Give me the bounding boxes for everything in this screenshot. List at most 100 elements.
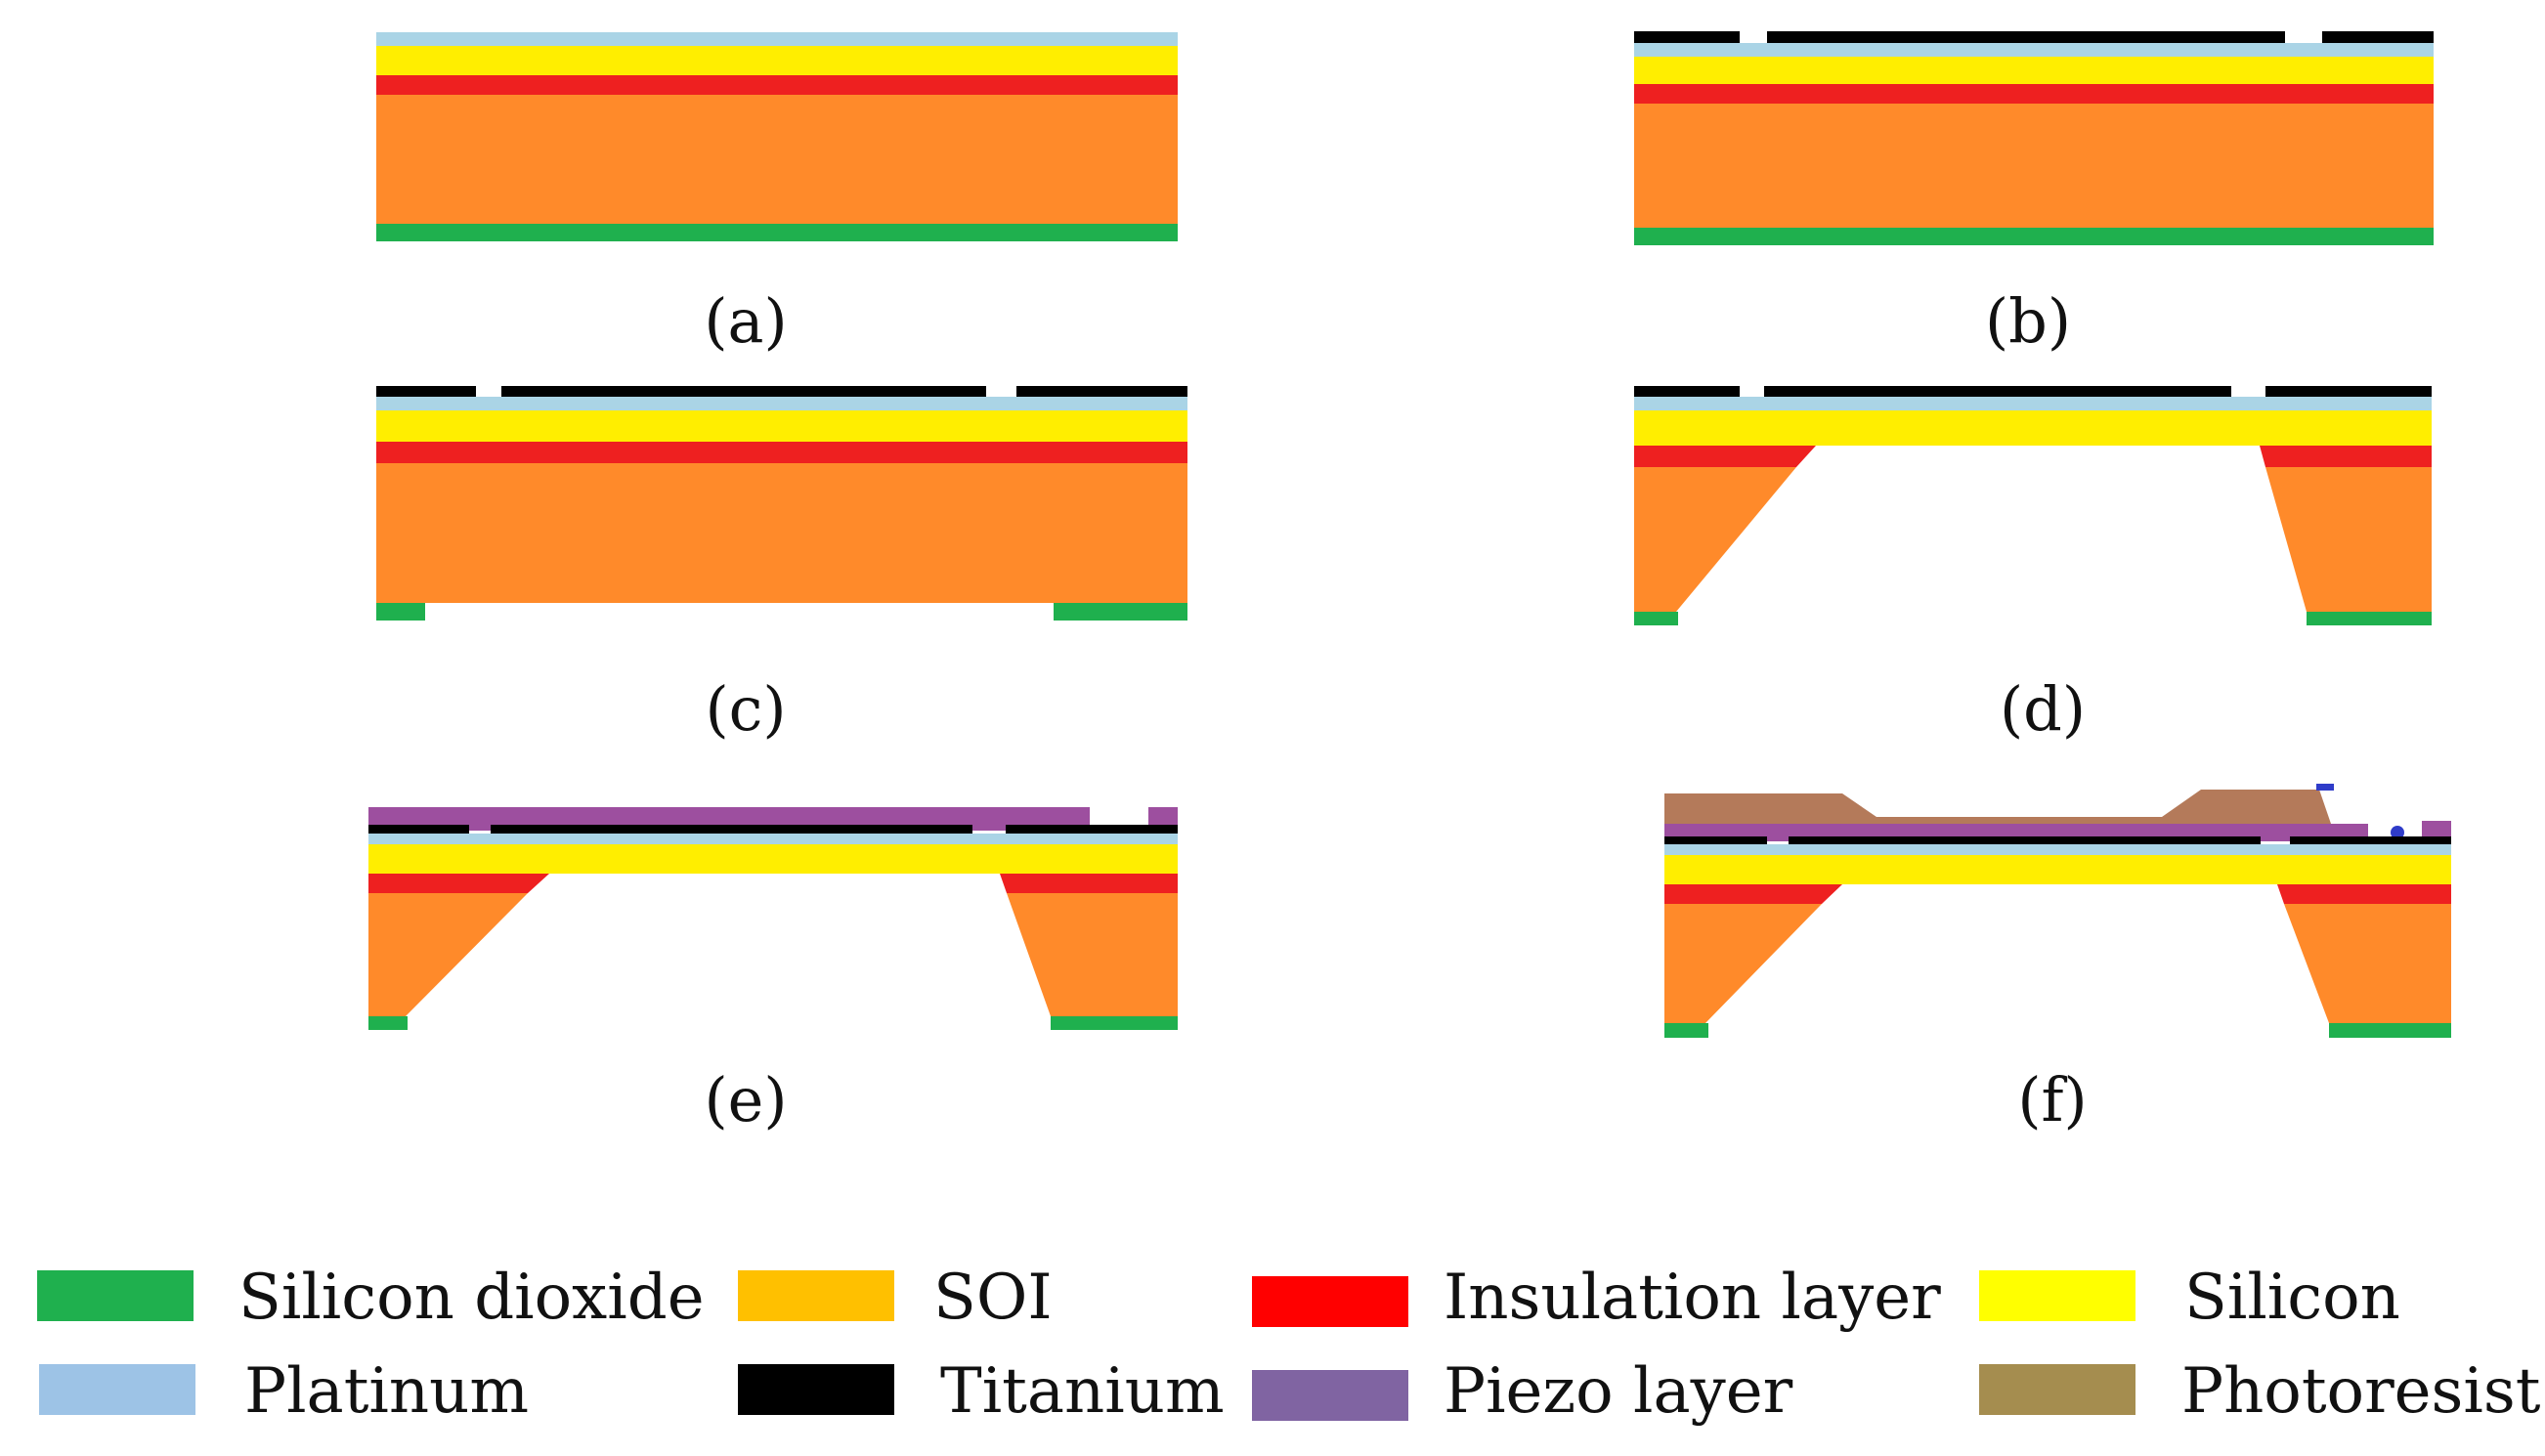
- panel-a: (a): [376, 32, 1178, 357]
- silicon-dioxide-segment: [1054, 603, 1187, 621]
- titanium-segment: [1789, 836, 2261, 844]
- piezo-layer-segment: [2422, 821, 2451, 836]
- titanium-segment: [2265, 386, 2432, 397]
- panel-caption: (b): [1985, 285, 2071, 357]
- platinum-layer: [1634, 397, 2432, 410]
- legend-label: Insulation layer: [1444, 1262, 1941, 1334]
- insulation-layer-right: [2260, 446, 2432, 467]
- titanium-segment: [1764, 386, 2231, 397]
- platinum-layer: [1634, 43, 2434, 57]
- insulation-layer-left: [1664, 884, 1842, 904]
- silicon-layer: [1634, 57, 2434, 84]
- legend-swatch: [1252, 1276, 1408, 1327]
- insulation-layer: [376, 442, 1187, 463]
- insulation-layer-right: [1000, 874, 1178, 893]
- piezo-via: [1767, 836, 1789, 841]
- piezo-layer: [1664, 824, 2368, 836]
- soi-support-left: [1634, 467, 1796, 612]
- platinum-layer: [1664, 844, 2451, 855]
- soi-support-right: [2284, 904, 2451, 1023]
- legend-item-photoresist: Photoresist: [1979, 1355, 2541, 1428]
- panel-c: (c): [376, 386, 1187, 745]
- legend-item-insulation-layer: Insulation layer: [1252, 1262, 1941, 1334]
- soi-support-right: [1007, 893, 1178, 1016]
- silicon-layer: [376, 46, 1178, 75]
- titanium-segment: [491, 825, 972, 834]
- legend-label: Platinum: [244, 1355, 529, 1428]
- legend-label: Photoresist: [2181, 1355, 2541, 1428]
- titanium-segment: [2290, 836, 2451, 844]
- photoresist-layer: [1664, 790, 2331, 824]
- panel-d: (d): [1634, 386, 2432, 745]
- silicon-dioxide-segment: [2307, 612, 2432, 625]
- legend-swatch: [1252, 1370, 1408, 1421]
- titanium-segment: [1634, 31, 1740, 43]
- legend-swatch: [1979, 1364, 2135, 1415]
- piezo-layer-segment: [1148, 807, 1178, 825]
- panel-b: (b): [1634, 31, 2434, 357]
- legend: Silicon dioxide SOI Insulation layer Sil…: [37, 1262, 2541, 1428]
- legend-swatch: [37, 1270, 194, 1321]
- piezo-via: [469, 825, 491, 831]
- legend-item-soi: SOI: [738, 1262, 1053, 1334]
- platinum-layer: [368, 834, 1178, 844]
- legend-item-silicon: Silicon: [1979, 1262, 2400, 1334]
- legend-label: SOI: [933, 1262, 1053, 1334]
- legend-item-platinum: Platinum: [39, 1355, 529, 1428]
- legend-label: Titanium: [940, 1355, 1225, 1428]
- piezo-layer: [368, 807, 1090, 825]
- legend-swatch: [39, 1364, 195, 1415]
- piezo-via: [972, 825, 1006, 831]
- legend-swatch: [1979, 1270, 2135, 1321]
- legend-label: Silicon dioxide: [238, 1262, 705, 1334]
- platinum-layer: [376, 397, 1187, 410]
- panel-caption: (c): [705, 673, 786, 745]
- silicon-layer: [376, 410, 1187, 442]
- silicon-dioxide-segment: [376, 603, 425, 621]
- platinum-layer: [376, 32, 1178, 46]
- legend-item-titanium: Titanium: [738, 1355, 1225, 1428]
- titanium-segment: [1634, 386, 1740, 397]
- soi-support-left: [368, 893, 528, 1016]
- silicon-dioxide-segment: [1634, 612, 1678, 625]
- silicon-dioxide-segment: [1664, 1023, 1708, 1038]
- silicon-dioxide-segment: [1051, 1016, 1178, 1030]
- panel-f: (f): [1664, 784, 2451, 1135]
- silicon-dioxide-segment: [2329, 1023, 2451, 1038]
- panel-caption: (f): [2017, 1064, 2087, 1135]
- titanium-segment: [2322, 31, 2434, 43]
- panel-caption: (d): [2000, 673, 2086, 745]
- soi-layer: [1634, 104, 2434, 228]
- insulation-layer-left: [368, 874, 549, 893]
- insulation-layer: [376, 75, 1178, 95]
- panel-caption: (a): [704, 285, 787, 357]
- legend-label: Piezo layer: [1444, 1355, 1793, 1428]
- titanium-segment: [376, 386, 476, 397]
- electrode-dot: [2316, 784, 2334, 791]
- silicon-dioxide-segment: [368, 1016, 408, 1030]
- legend-item-piezo-layer: Piezo layer: [1252, 1355, 1793, 1428]
- legend-swatch: [738, 1364, 894, 1415]
- silicon-dioxide-layer: [1634, 228, 2434, 245]
- panel-e: (e): [368, 807, 1178, 1135]
- titanium-segment: [501, 386, 986, 397]
- silicon-dioxide-layer: [376, 224, 1178, 241]
- soi-layer: [376, 463, 1187, 603]
- soi-layer: [376, 95, 1178, 224]
- titanium-segment: [1006, 825, 1178, 834]
- silicon-layer: [368, 844, 1178, 874]
- insulation-layer-left: [1634, 446, 1816, 467]
- legend-swatch: [738, 1270, 894, 1321]
- silicon-layer: [1634, 410, 2432, 446]
- silicon-layer: [1664, 855, 2451, 884]
- titanium-segment: [1767, 31, 2285, 43]
- piezo-via: [2261, 836, 2290, 841]
- titanium-segment: [368, 825, 469, 834]
- legend-item-silicon-dioxide: Silicon dioxide: [37, 1262, 705, 1334]
- insulation-layer: [1634, 84, 2434, 104]
- legend-label: Silicon: [2184, 1262, 2400, 1334]
- soi-support-left: [1664, 904, 1822, 1023]
- panel-caption: (e): [704, 1064, 787, 1135]
- electrode-dot: [2391, 826, 2404, 839]
